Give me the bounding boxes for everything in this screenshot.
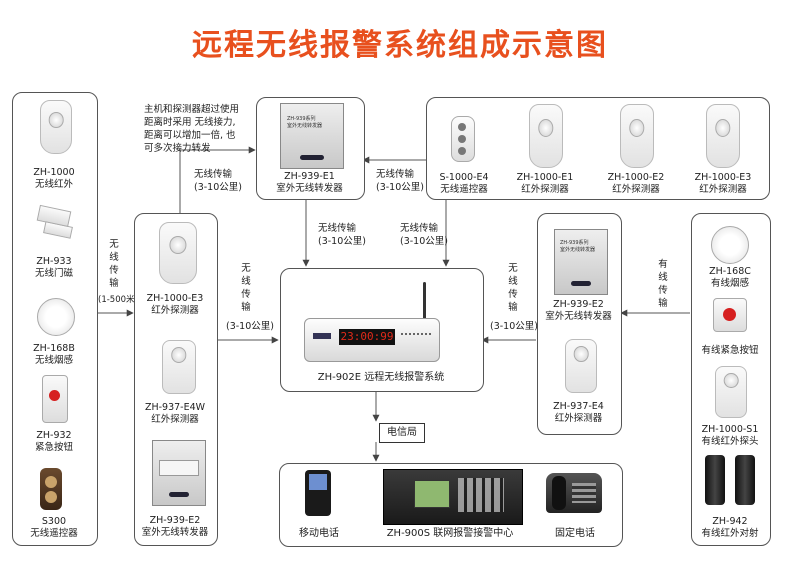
pir-sensor-icon [565, 339, 597, 393]
relay-note-line-3: 距离可以增加一倍, 也 [144, 130, 236, 141]
pir-sensor-icon [529, 104, 563, 168]
right-item-3-name: 有线红外探头 [701, 436, 759, 447]
right-item-4-model: ZH-942 [712, 516, 748, 527]
left-item-2-model: ZH-933 [36, 256, 72, 267]
remote-control-icon [40, 468, 62, 510]
bottom-item-3-name: 固定电话 [555, 528, 595, 539]
repeater-box-text: ZH-939系列 [287, 116, 316, 122]
left-item-1-name: 无线红外 [34, 179, 73, 190]
relay-note-line-1: 主机和探测器超过使用 [144, 104, 240, 115]
pir-sensor-icon [159, 222, 197, 284]
right-item-1-model: ZH-168C [709, 266, 751, 277]
top-group-item-2-model: ZH-1000-E1 [516, 172, 574, 183]
right-mid-item-2-name: 红外探测器 [554, 413, 603, 424]
top-group-item-3-name: 红外探测器 [612, 184, 660, 195]
col2-item-1-model: ZH-1000-E3 [146, 293, 204, 304]
telecom-box: 电信局 [379, 423, 425, 443]
top-left-link-range: (3-10公里) [194, 182, 242, 193]
right-repeater-box-text: ZH-939系列 [560, 240, 589, 246]
right-mid-item-1-model: ZH-939-E2 [553, 299, 604, 310]
wired-link-text: 有线传输 [658, 259, 668, 309]
mid-link-2-range: (3-10公里) [400, 236, 448, 247]
panic-button-icon [42, 375, 68, 423]
relay-note-line-4: 可多次接力转发 [144, 143, 211, 154]
right-item-1-name: 有线烟感 [710, 278, 749, 289]
left-item-3-model: ZH-168B [33, 343, 75, 354]
top-repeater-name: 室外无线转发器 [276, 183, 343, 194]
col2-item-1-name: 红外探测器 [151, 305, 199, 316]
top-group-item-4-name: 红外探测器 [699, 184, 747, 195]
col2-item-2-model: ZH-937-E4W [144, 402, 206, 413]
left-item-4-model: ZH-932 [36, 430, 72, 441]
repeater-box-subtext: 室外无线转发器 [287, 123, 323, 129]
top-right-link-text: 无线传输 [376, 169, 415, 180]
relay-note-line-2: 距离时采用 无线接力, [144, 117, 236, 128]
col2-item-3-name: 室外无线转发器 [141, 527, 209, 538]
top-repeater-model: ZH-939-E1 [284, 171, 335, 182]
top-group-item-4-model: ZH-1000-E3 [694, 172, 752, 183]
smoke-detector-icon [711, 226, 749, 264]
left-item-3-name: 无线烟感 [34, 355, 73, 366]
col2-link-range: (3-10公里) [226, 321, 274, 332]
left-item-1-model: ZH-1000 [33, 167, 75, 178]
right-item-3-model: ZH-1000-S1 [701, 424, 759, 435]
top-group-item-1-name: 无线遥控器 [440, 184, 488, 195]
mid-link-2-text: 无线传输 [400, 223, 439, 234]
desk-phone-icon [546, 473, 602, 513]
bottom-item-1-name: 移动电话 [299, 528, 339, 539]
panic-button-icon [713, 298, 747, 332]
repeater-box-icon [152, 440, 206, 506]
beam-detector-icon [705, 455, 755, 507]
left-item-5-model: S300 [41, 516, 67, 527]
host-label: ZH-902E 远程无线报警系统 [317, 372, 445, 383]
alarm-host-device: 23:00:99 [304, 318, 440, 362]
host-display: 23:00:99 [339, 329, 395, 345]
left-item-5-name: 无线遥控器 [30, 528, 78, 539]
top-group-item-1-model: S-1000-E4 [439, 172, 489, 183]
right-repeater-box-subtext: 室外无线转发器 [560, 247, 596, 253]
right-item-2-name: 有线紧急按钮 [701, 345, 759, 356]
pir-sensor-icon [715, 366, 747, 418]
top-left-link-text: 无线传输 [194, 169, 233, 180]
col2-link-text: 无线传输 [241, 263, 251, 313]
right-mid-link-text: 无线传输 [508, 263, 518, 313]
rack-server-icon [383, 469, 523, 525]
door-contact-icon [36, 202, 74, 242]
col2-item-3-model: ZH-939-E2 [149, 515, 201, 526]
diagram-title: 远程无线报警系统组成示意图 [192, 28, 608, 63]
remote-control-icon [451, 116, 475, 162]
pir-sensor-icon [706, 104, 740, 168]
left-item-2-name: 无线门磁 [34, 268, 73, 279]
smoke-detector-icon [37, 298, 75, 336]
top-group-item-3-model: ZH-1000-E2 [607, 172, 665, 183]
top-group-item-2-name: 红外探测器 [521, 184, 569, 195]
left-link-range: (1-500米) [98, 295, 138, 305]
left-link-text: 无线传输 [109, 239, 119, 289]
right-mid-item-2-model: ZH-937-E4 [553, 401, 604, 412]
right-mid-link-range: (3-10公里) [490, 321, 538, 332]
left-item-4-name: 紧急按钮 [34, 442, 73, 453]
pir-sensor-icon [162, 340, 196, 394]
bottom-item-2-name: ZH-900S 联网报警接警中心 [386, 528, 514, 539]
repeater-box-icon: ZH-939系列 室外无线转发器 [280, 103, 344, 169]
right-item-4-name: 有线红外对射 [701, 528, 759, 539]
repeater-box-icon: ZH-939系列 室外无线转发器 [554, 229, 608, 295]
mid-link-1-range: (3-10公里) [318, 236, 366, 247]
mid-link-1-text: 无线传输 [318, 223, 357, 234]
pir-sensor-icon [620, 104, 654, 168]
pir-sensor-icon [40, 100, 72, 154]
top-right-link-range: (3-10公里) [376, 182, 424, 193]
col2-item-2-name: 红外探测器 [151, 414, 199, 425]
antenna-icon [423, 282, 426, 320]
mobile-phone-icon [305, 470, 331, 516]
right-mid-item-1-name: 室外无线转发器 [545, 311, 612, 322]
